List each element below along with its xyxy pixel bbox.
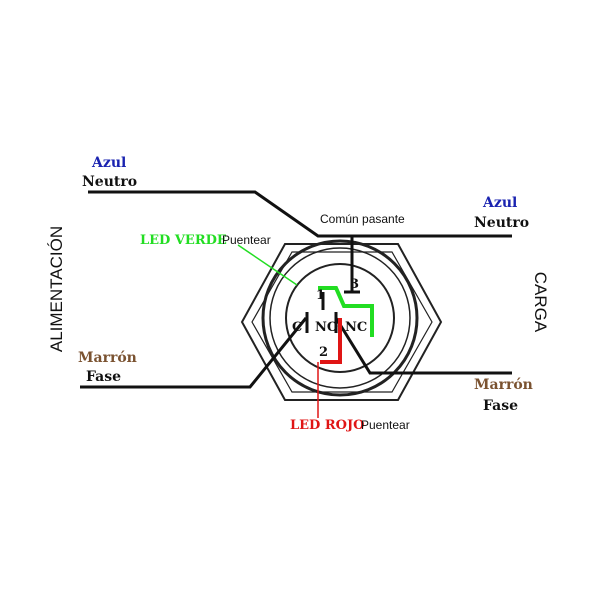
left-fase-name-label: Fase	[86, 369, 121, 385]
led-green-jumper	[237, 244, 374, 337]
side-label-carga: CARGA	[531, 272, 550, 333]
led-green-note: Puentear	[222, 233, 271, 247]
led-green-pointer	[237, 244, 298, 286]
left-neutro-name-label: Neutro	[82, 174, 137, 190]
right-neutro-color-label: Azul	[482, 195, 517, 211]
switch-ring-outer	[261, 239, 419, 397]
led-red-jumper	[317, 318, 342, 418]
led-red-note: Puentear	[361, 418, 410, 432]
terminal-labels: 1 3 2 C NO NC	[292, 277, 367, 360]
switch-body	[240, 239, 443, 401]
led-red-label: LED ROJO	[290, 418, 364, 433]
wires	[80, 190, 512, 389]
terminal-no-label: NO	[315, 320, 338, 335]
common-label: Común pasante	[320, 212, 405, 226]
side-label-alimentacion: ALIMENTACIÓN	[47, 226, 66, 352]
terminal-1-label: 1	[316, 288, 325, 303]
right-fase-color-label: Marrón	[474, 377, 533, 393]
led-green-label: LED VERDE	[140, 233, 227, 248]
led-red-bridge	[320, 318, 342, 364]
terminal-3-label: 3	[350, 277, 359, 292]
right-neutro-name-label: Neutro	[474, 215, 529, 231]
terminal-bars	[305, 290, 360, 333]
left-neutro-color-label: Azul	[91, 155, 126, 171]
left-fase-color-label: Marrón	[78, 350, 137, 366]
hex-nut-outer	[240, 243, 443, 401]
switch-ring-mid	[269, 247, 411, 389]
wire-fase-carga	[334, 317, 512, 375]
terminal-nc-label: NC	[345, 320, 367, 335]
hex-nut-inner	[251, 251, 433, 393]
terminal-c-label: C	[292, 320, 302, 335]
led-green-bridge	[318, 286, 374, 337]
wire-fase-alimentacion	[80, 317, 308, 389]
right-fase-name-label: Fase	[483, 398, 518, 414]
switch-ring-inner	[285, 263, 395, 373]
terminal-2-label: 2	[319, 345, 328, 360]
